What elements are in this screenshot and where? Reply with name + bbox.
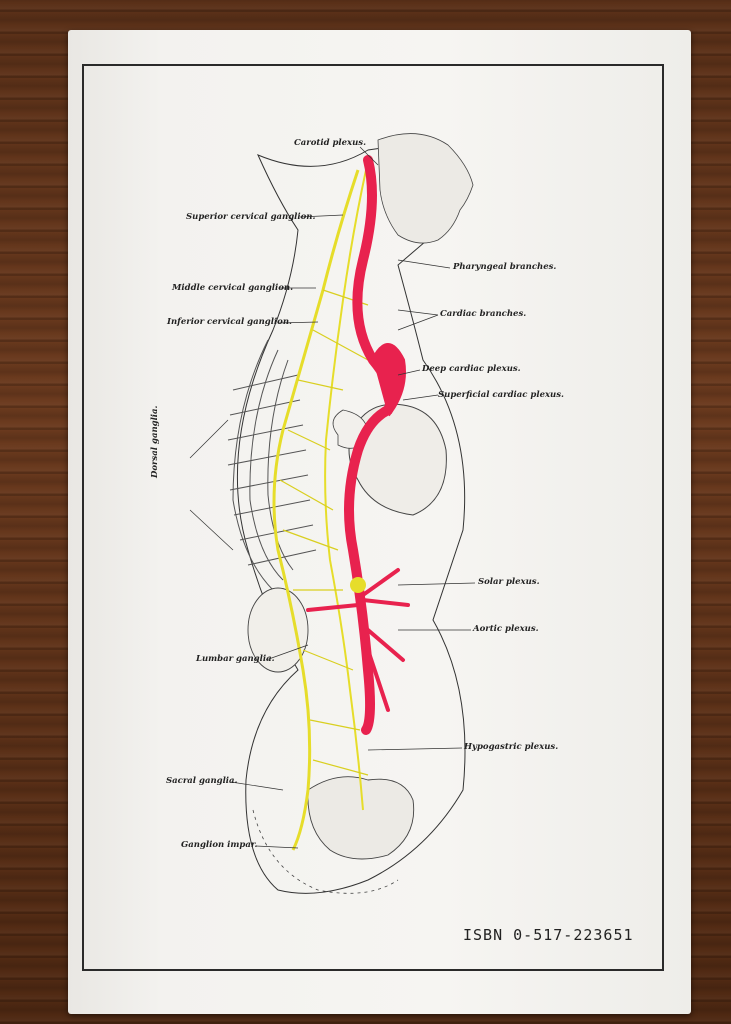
label-solar-plexus: Solar plexus. — [478, 577, 540, 587]
sympathetic-trunk — [272, 169, 360, 851]
rib-cage — [227, 339, 317, 591]
label-lumbar-ganglia: Lumbar ganglia. — [196, 654, 275, 664]
skull-sketch — [377, 133, 474, 244]
anatomical-illustration — [189, 133, 476, 894]
label-superior-cervical-ganglion: Superior cervical ganglion. — [186, 212, 316, 222]
label-dorsal-ganglia: Dorsal ganglia. — [150, 405, 160, 479]
label-sacral-ganglia: Sacral ganglia. — [166, 776, 238, 786]
aorta — [344, 155, 396, 735]
label-middle-cervical-ganglion: Middle cervical ganglion. — [172, 283, 294, 293]
label-ganglion-impar: Ganglion impar. — [181, 840, 258, 850]
label-hypogastric-plexus: Hypogastric plexus. — [464, 742, 559, 752]
label-cardiac-branches: Cardiac branches. — [440, 309, 527, 319]
solar-plexus-node — [350, 577, 366, 593]
label-superficial-cardiac-plexus: Superficial cardiac plexus. — [438, 390, 564, 400]
label-carotid-plexus: Carotid plexus. — [294, 138, 367, 148]
leader-lines — [189, 146, 476, 849]
label-inferior-cervical-ganglion: Inferior cervical ganglion. — [167, 317, 292, 327]
book-back-cover: Carotid plexus. Superior cervical gangli… — [68, 30, 691, 1014]
label-pharyngeal-branches: Pharyngeal branches. — [453, 262, 557, 272]
label-aortic-plexus: Aortic plexus. — [473, 624, 539, 634]
cover-border-frame — [82, 64, 664, 971]
isbn-number: ISBN 0-517-223651 — [463, 926, 634, 944]
label-deep-cardiac-plexus: Deep cardiac plexus. — [422, 364, 521, 374]
